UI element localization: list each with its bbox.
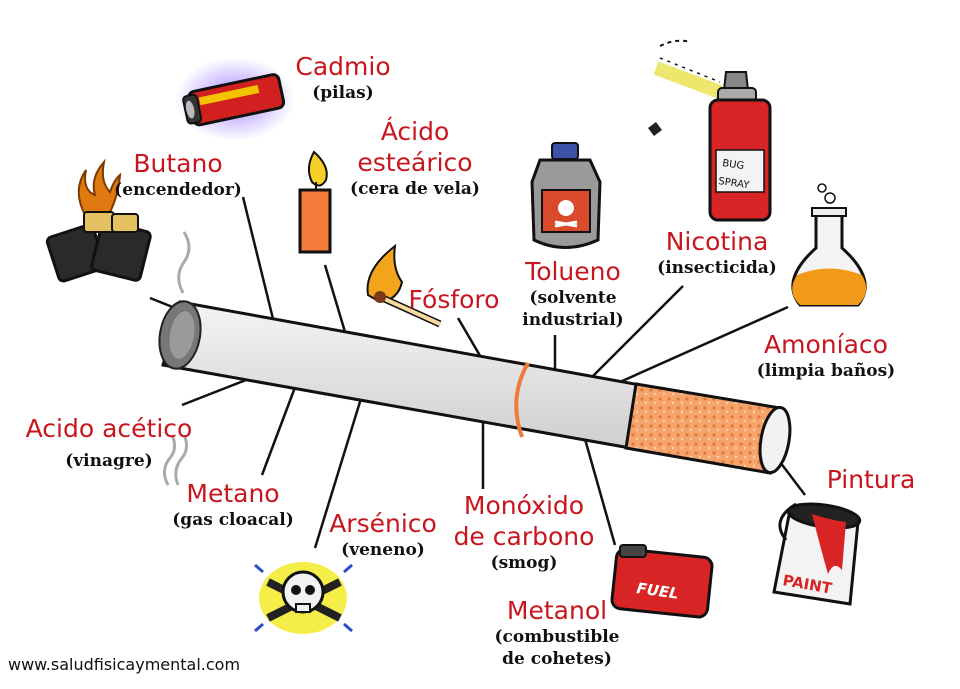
label-tolueno: Tolueno (solvente industrial): [508, 256, 638, 331]
leader-nicotina: [591, 285, 684, 378]
label-arsenico: Arsénico (veneno): [322, 508, 444, 561]
label-pintura-name: Pintura: [826, 465, 916, 494]
label-cadmio-sub: (pilas): [312, 83, 374, 103]
leader-arsenico: [313, 391, 365, 549]
paint-can-icon: PAINT: [772, 502, 862, 606]
flask-icon: [791, 183, 867, 307]
leader-butano: [241, 196, 277, 328]
label-metano-name: Metano: [186, 479, 280, 508]
label-metanol: Metanol (combustible de cohetes): [488, 595, 626, 670]
fuel-can-icon: FUEL: [610, 544, 714, 619]
match-icon: [366, 243, 442, 328]
cigarette: [158, 300, 792, 475]
leader-metano: [260, 381, 299, 476]
label-metanol-sub-1: (combustible: [494, 627, 620, 647]
leader-acido-estearico: [323, 264, 350, 343]
label-acido-estearico-name-1: Ácido: [380, 117, 450, 146]
label-monoxido-name-1: Monóxido: [463, 491, 585, 520]
label-pintura: Pintura: [818, 464, 924, 495]
label-monoxido-sub: (smog): [490, 553, 558, 573]
label-acido-acetico-sub: (vinagre): [65, 451, 153, 471]
leader-acido-acetico: [181, 378, 247, 407]
label-nicotina-sub: (insecticida): [657, 258, 777, 278]
cigarette-ring: [514, 362, 530, 438]
label-tolueno-sub-1: (solvente: [529, 288, 617, 308]
label-acido-acetico: Acido acético (vinagre): [14, 413, 204, 472]
spray-can-text-2: SPRAY: [718, 176, 751, 191]
label-metanol-name: Metanol: [506, 596, 608, 625]
label-amoniaco: Amoníaco (limpia baños): [752, 329, 900, 382]
cigarette-filter-end: [758, 405, 792, 475]
label-acido-estearico-name-2: esteárico: [357, 148, 473, 177]
leader-lines: [149, 196, 806, 549]
label-monoxido-name-2: de carbono: [453, 522, 595, 551]
candle-icon: [298, 150, 332, 254]
label-acido-acetico-name: Acido acético: [25, 414, 193, 443]
lighter-icon: [45, 158, 152, 283]
label-monoxido: Monóxido de carbono (smog): [444, 490, 604, 574]
label-arsenico-sub: (veneno): [341, 540, 425, 560]
label-tolueno-sub-2: industrial): [522, 310, 624, 330]
label-amoniaco-name: Amoníaco: [764, 330, 888, 359]
label-arsenico-name: Arsénico: [329, 509, 437, 538]
label-metanol-sub-2: de cohetes): [502, 649, 612, 669]
fuel-can-text: FUEL: [635, 579, 679, 603]
label-amoniaco-sub: (limpia baños): [756, 361, 896, 381]
battery-icon: [175, 57, 295, 141]
label-acido-estearico: Ácido esteárico (cera de vela): [340, 116, 490, 200]
label-nicotina: Nicotina (insecticida): [652, 226, 782, 279]
solvent-bottle-icon: [530, 142, 602, 249]
label-cadmio-name: Cadmio: [295, 52, 391, 81]
cigarette-filter: [624, 382, 782, 475]
cigarette-ash-texture: [169, 311, 195, 359]
label-metano-sub: (gas cloacal): [172, 510, 294, 530]
spray-can-text-1: BUG: [722, 158, 745, 172]
smoke-wisps: [163, 231, 191, 486]
leader-amoniaco: [619, 305, 789, 384]
label-butano-name: Butano: [133, 149, 223, 178]
spray-can-icon: BUG SPRAY: [648, 39, 772, 222]
label-metano: Metano (gas cloacal): [168, 478, 298, 531]
footer-url: www.saludfisicaymental.com: [8, 655, 241, 674]
label-tolueno-name: Tolueno: [525, 257, 621, 286]
label-nicotina-name: Nicotina: [665, 227, 769, 256]
label-butano-sub: (encendedor): [114, 180, 242, 200]
label-butano: Butano (encendedor): [104, 148, 252, 201]
leader-pintura: [779, 461, 806, 496]
skull-crossbones-icon: [254, 562, 353, 634]
leader-metanol: [581, 431, 617, 546]
label-acido-estearico-sub: (cera de vela): [350, 179, 480, 199]
label-fosforo-name: Fósforo: [408, 285, 500, 314]
label-cadmio: Cadmio (pilas): [288, 51, 398, 104]
label-fosforo: Fósforo: [398, 284, 510, 315]
